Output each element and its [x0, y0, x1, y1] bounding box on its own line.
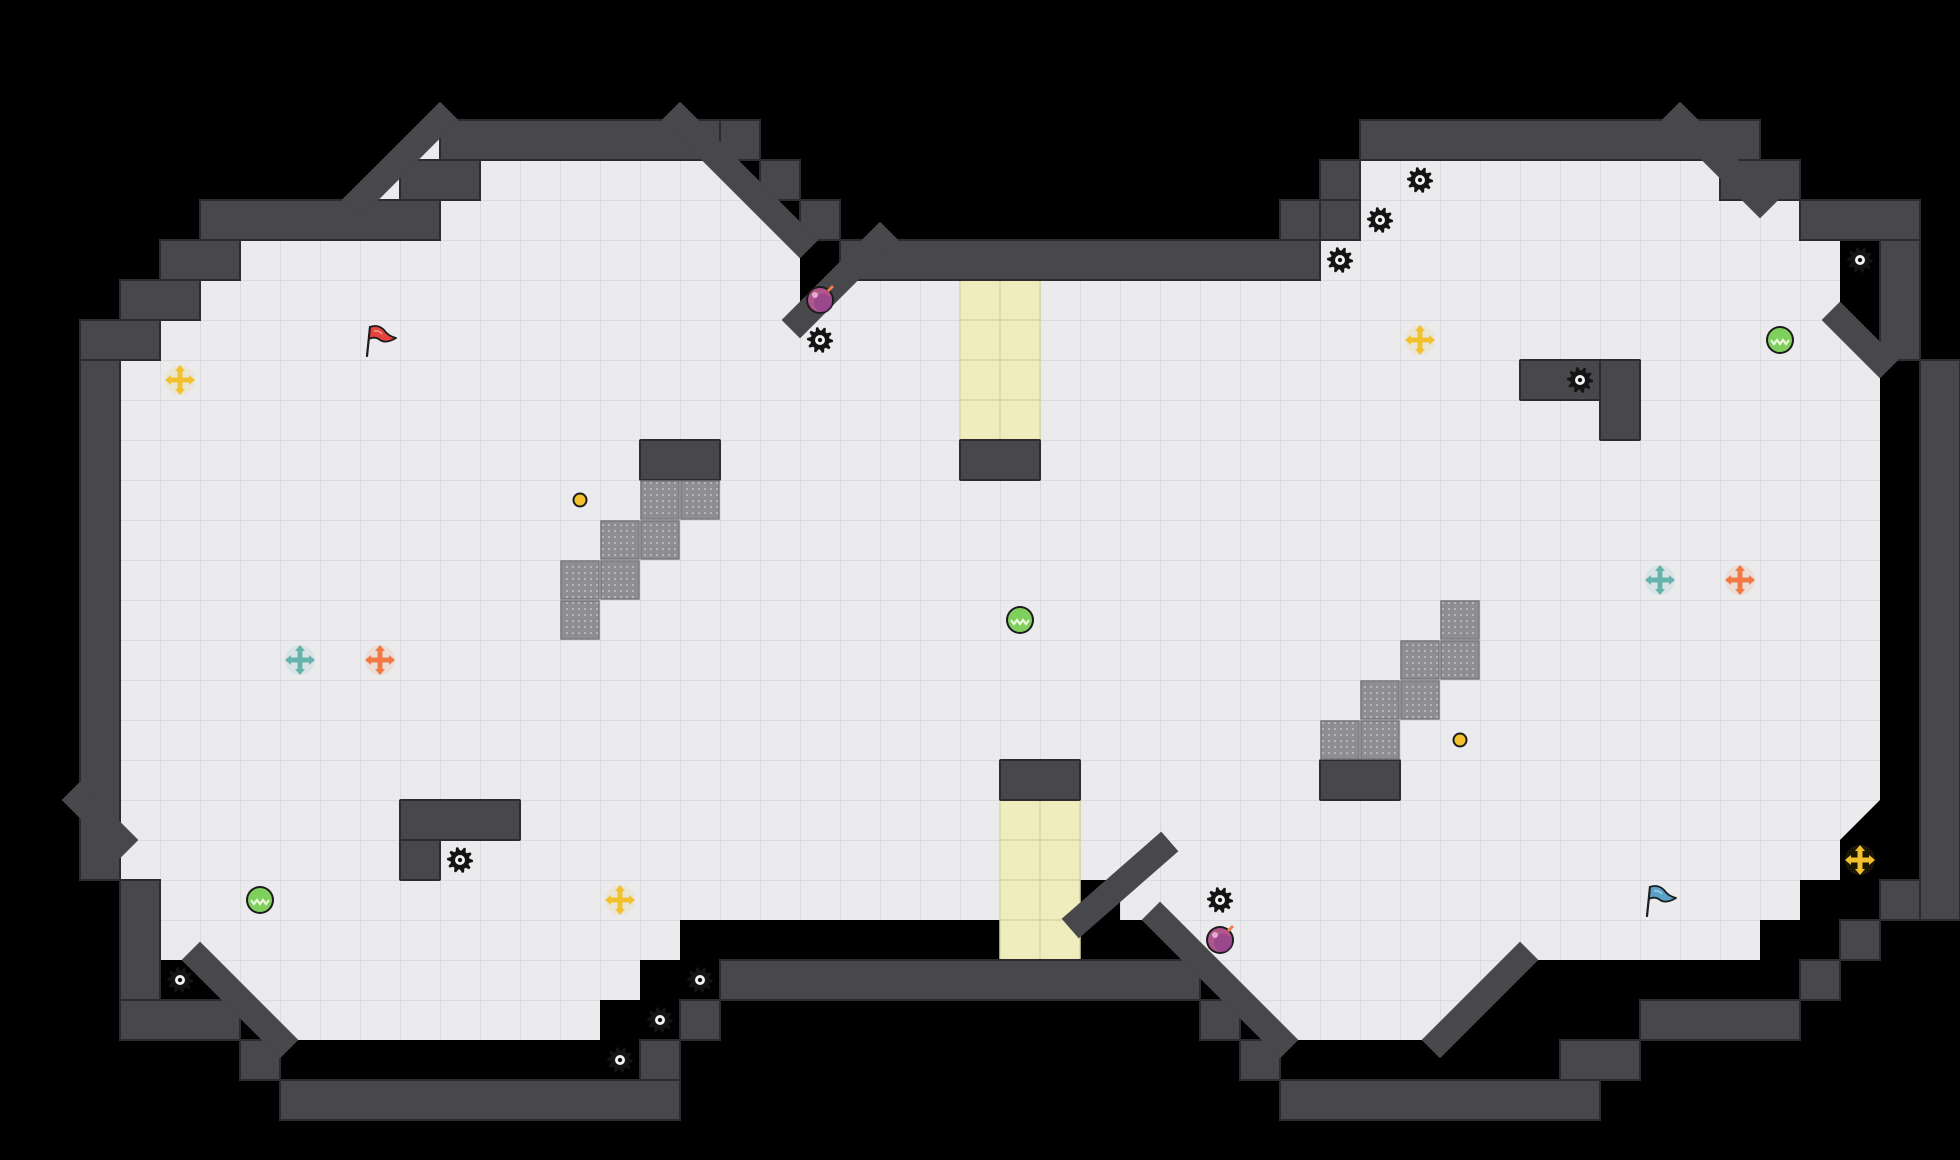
wall-segment [1319, 199, 1361, 241]
wall-segment [1879, 879, 1921, 921]
cross-arrow-pickup-icon[interactable] [1725, 565, 1755, 595]
wall-segment [639, 1039, 681, 1081]
wall-segment [1919, 359, 1960, 921]
mesh-tile [640, 520, 680, 560]
orb-icon[interactable] [246, 886, 274, 914]
diagonal-wall [1421, 941, 1539, 1059]
wall-block [1319, 759, 1401, 801]
gear-icon [1207, 887, 1233, 913]
diagonal-wall [1821, 301, 1899, 379]
orb-icon[interactable] [1206, 925, 1234, 954]
mesh-tile [560, 560, 600, 600]
wall-segment [1559, 1039, 1641, 1081]
diagonal-wall [341, 101, 459, 219]
mesh-tile [1360, 720, 1400, 760]
wall-segment [119, 279, 201, 321]
wall-segment [79, 319, 161, 361]
floor-left-room [80, 120, 1880, 1040]
mesh-tile [600, 560, 640, 600]
gear-icon [1407, 167, 1433, 193]
wall-block [1599, 359, 1641, 441]
wall-block [399, 839, 441, 881]
gear-icon [647, 1007, 673, 1033]
blue-flag-icon[interactable] [1645, 885, 1677, 918]
mesh-tile [600, 520, 640, 560]
wall-segment [399, 159, 481, 201]
cross-arrow-pickup-icon[interactable] [1645, 565, 1675, 595]
cross-arrow-pickup-icon[interactable] [165, 365, 195, 395]
coin-icon[interactable] [572, 492, 588, 508]
wall-block [999, 759, 1081, 801]
yellow-zone [999, 799, 1081, 961]
mesh-tile [1440, 640, 1480, 680]
gear-icon [687, 967, 713, 993]
wall-blocks [399, 359, 1641, 881]
gear-icon [807, 327, 833, 353]
wall-segment [1879, 239, 1921, 361]
wall-segment [1639, 999, 1801, 1041]
wall-segment [1839, 919, 1881, 961]
arena-walls [61, 101, 1960, 1121]
diagonal-wall [661, 101, 819, 259]
arena-floor [80, 120, 1880, 1040]
cross-arrow-pickup-icon[interactable] [285, 645, 315, 675]
coin-icon[interactable] [1452, 732, 1468, 748]
wall-block [959, 439, 1041, 481]
orb-icon[interactable] [1006, 606, 1034, 634]
mesh-tile [1400, 640, 1440, 680]
diagonal-wall [1141, 901, 1299, 1059]
mesh-tile [1320, 720, 1360, 760]
wall-segment [1279, 1079, 1601, 1121]
wall-segment [839, 239, 1321, 281]
diagonal-wall [61, 781, 139, 859]
wall-block [399, 799, 521, 841]
gear-icon [1567, 367, 1593, 393]
wall-segment [199, 199, 441, 241]
wall-segment [799, 199, 841, 241]
wall-segment [279, 1079, 681, 1121]
mesh-tile [1440, 600, 1480, 640]
mesh-tile [1360, 680, 1400, 720]
gear-icon [1367, 207, 1393, 233]
yellow-zone [959, 279, 1041, 441]
wall-segment [1279, 199, 1321, 241]
diagonal-wall [181, 941, 299, 1059]
cross-arrow-pickup-icon[interactable] [1845, 845, 1875, 875]
wall-segment [719, 959, 1201, 1001]
wall-segment [679, 999, 721, 1041]
diagonal-wall [1061, 831, 1179, 939]
orb-icon[interactable] [806, 285, 834, 314]
gear-icon [607, 1047, 633, 1073]
gear-icon [447, 847, 473, 873]
orb-icon[interactable] [1766, 326, 1794, 354]
red-flag-icon[interactable] [365, 325, 397, 358]
gear-icon [167, 967, 193, 993]
cross-arrow-pickup-icon[interactable] [605, 885, 635, 915]
gear-icon [1327, 247, 1353, 273]
mesh-tiles [560, 480, 1480, 760]
mesh-tile [560, 600, 600, 640]
gear-icon [1847, 247, 1873, 273]
wall-segment [1799, 959, 1841, 1001]
mesh-tile [1400, 680, 1440, 720]
mesh-tile [680, 480, 720, 520]
map-items[interactable] [165, 167, 1875, 1073]
diagonal-wall [1661, 101, 1779, 219]
wall-block [639, 439, 721, 481]
wall-segment [159, 239, 241, 281]
cross-arrow-pickup-icon[interactable] [1405, 325, 1435, 355]
wall-segment [119, 999, 241, 1041]
wall-segment [1799, 199, 1921, 241]
wall-segment [1319, 159, 1361, 201]
cross-arrow-pickup-icon[interactable] [365, 645, 395, 675]
wall-segment [119, 879, 161, 1001]
mesh-tile [640, 480, 680, 520]
